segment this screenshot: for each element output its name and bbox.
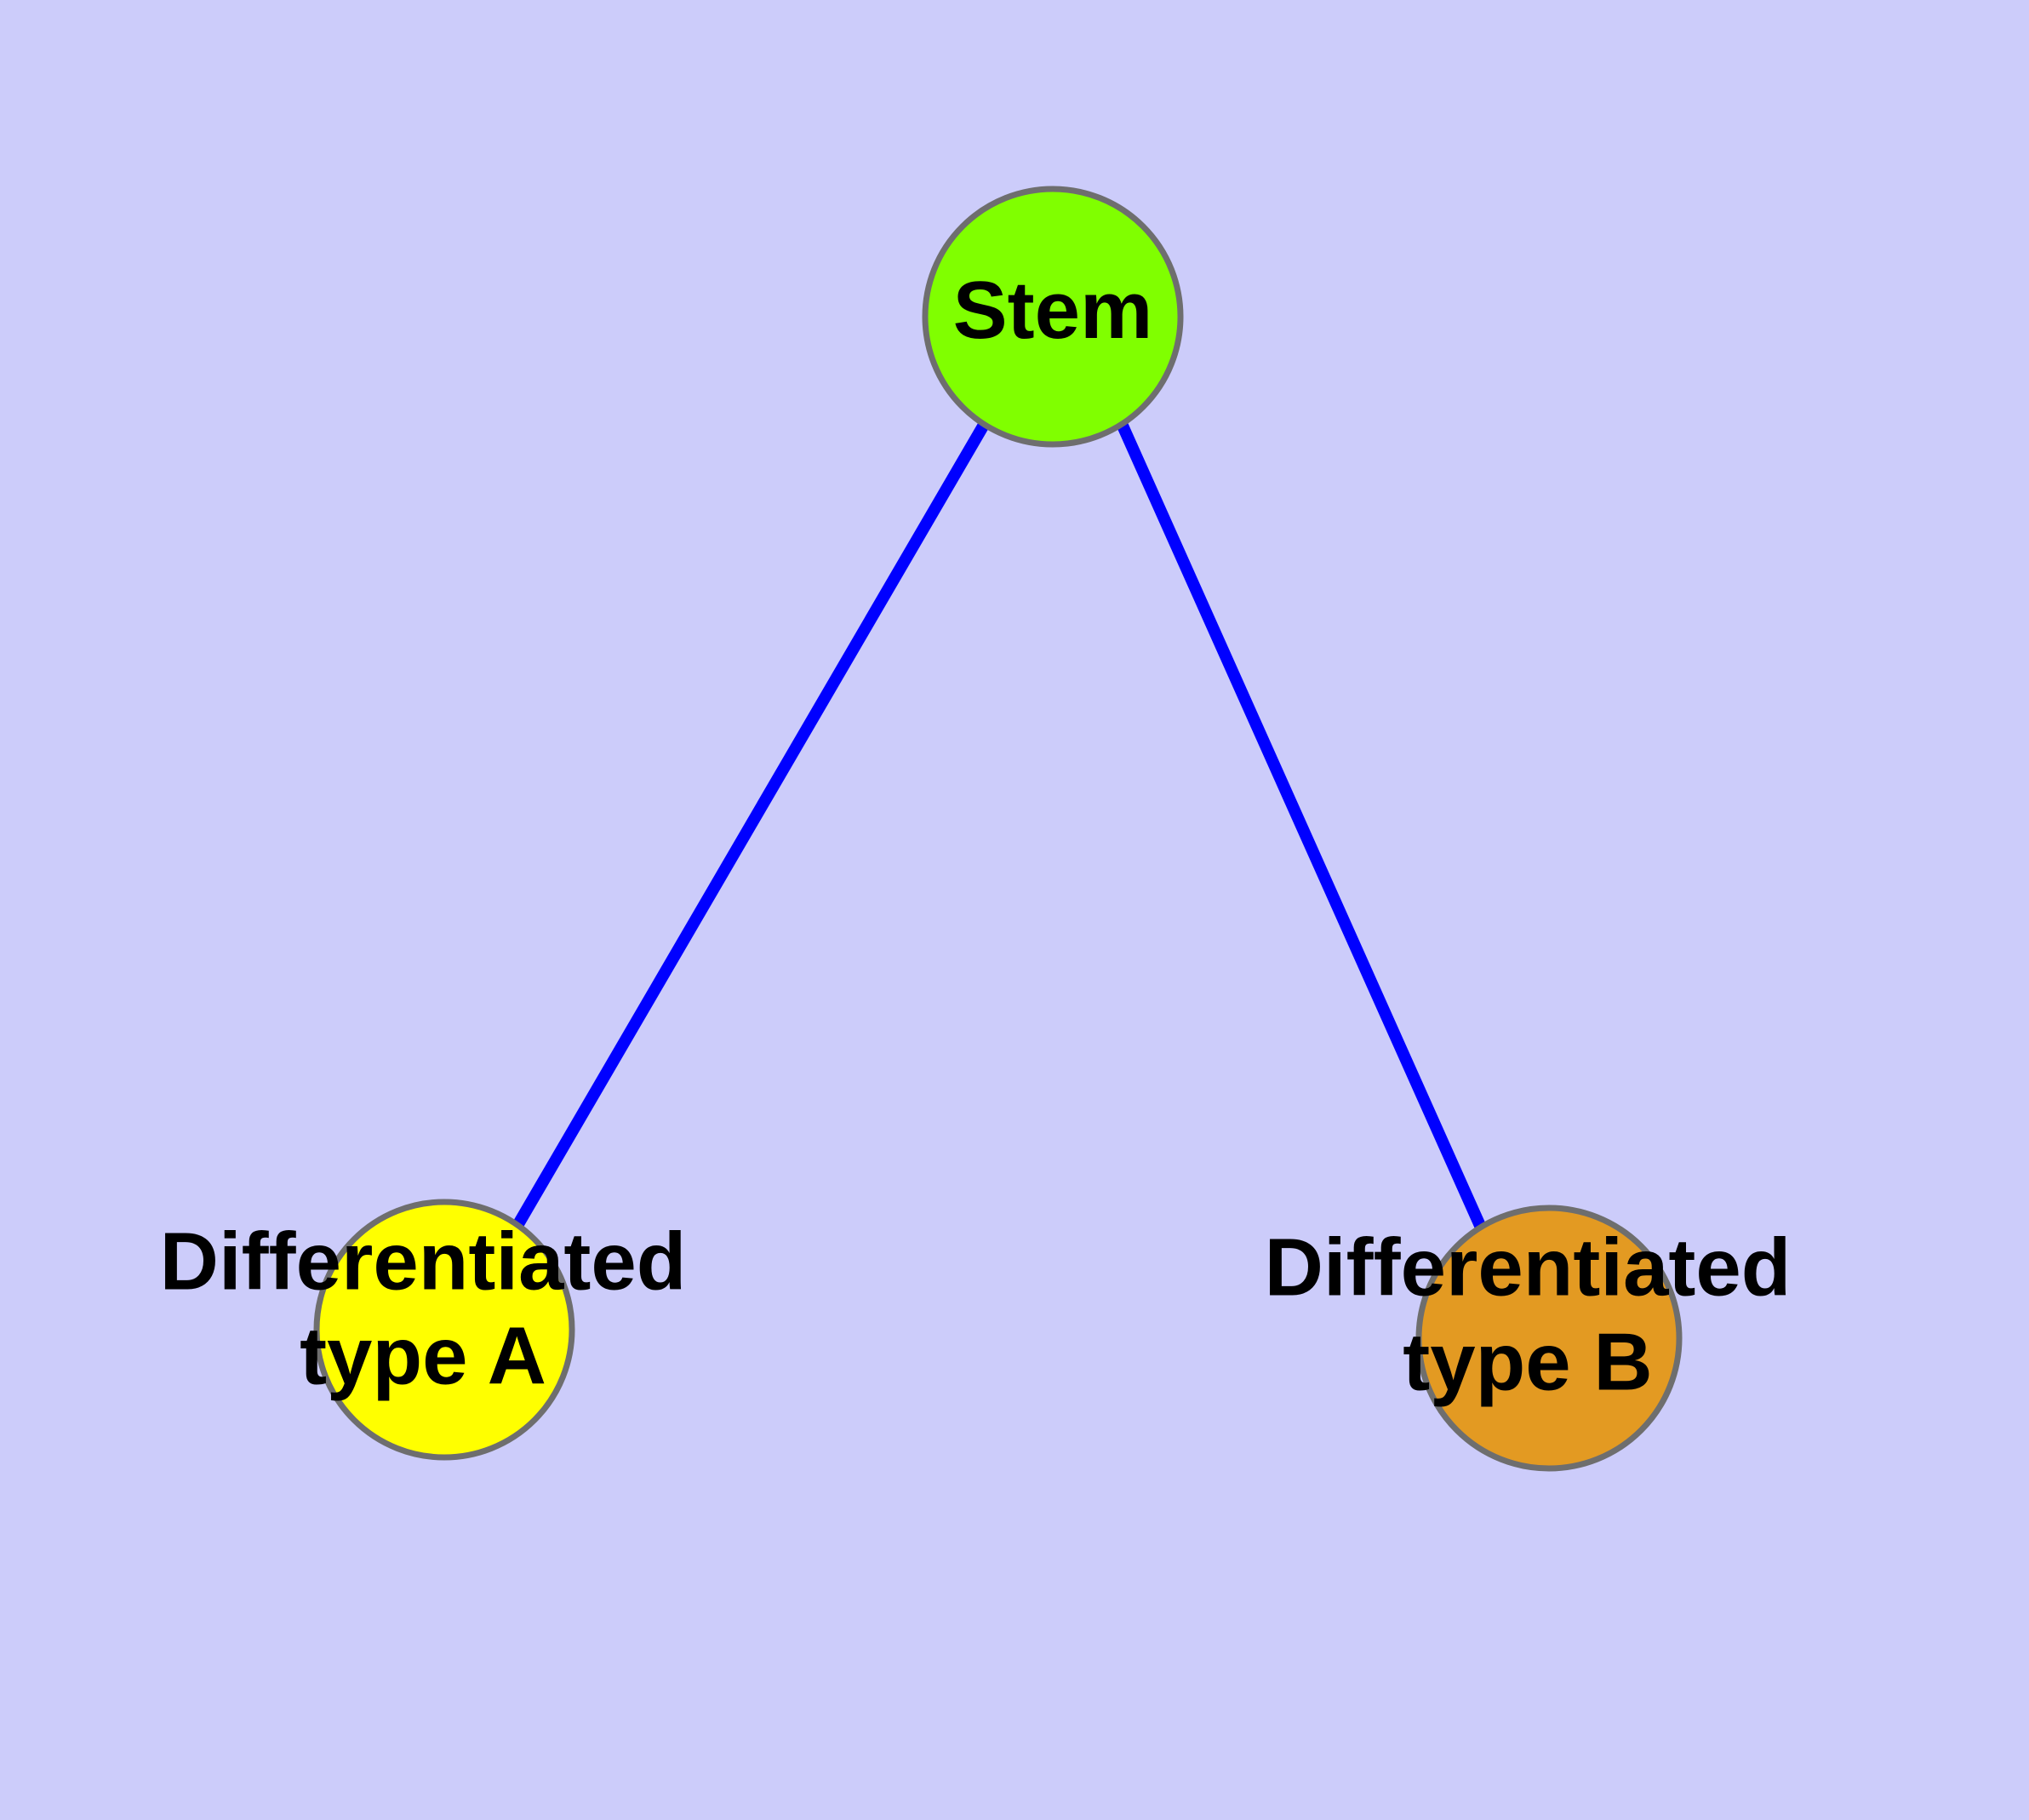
node-label-line: type B [1403, 1317, 1652, 1408]
node-label-line: Stem [953, 265, 1153, 356]
node-label-line: Differentiated [160, 1216, 687, 1308]
edges-group [512, 421, 1487, 1230]
node-circle-diff-a[interactable] [313, 1199, 575, 1461]
node-label-line: type A [300, 1311, 546, 1402]
node-label-stem: Stem [953, 265, 1153, 356]
graph-node-stem[interactable]: Stem [922, 186, 1184, 448]
node-circle-diff-b[interactable] [1415, 1205, 1683, 1472]
graph-edge[interactable] [1117, 423, 1487, 1230]
node-label-line: Differentiated [1265, 1222, 1792, 1313]
node-circle-stem[interactable] [922, 186, 1184, 448]
graph-edge[interactable] [512, 421, 990, 1228]
